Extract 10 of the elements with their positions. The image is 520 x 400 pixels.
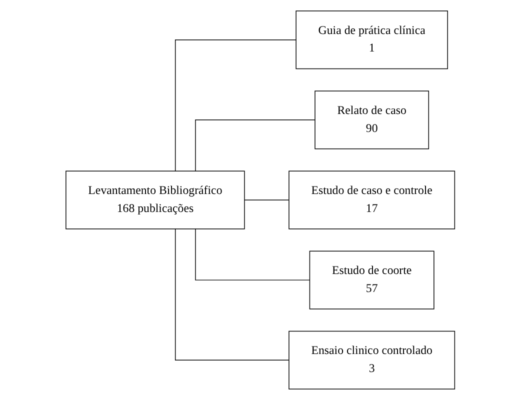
node-box: Relato de caso 90	[314, 90, 429, 150]
node-box: Ensaio clinico controlado 3	[288, 330, 455, 390]
connector	[174, 39, 296, 172]
node-box: Estudo de caso e controle 17	[288, 170, 455, 230]
connector	[174, 228, 290, 360]
node-box: Levantamento Bibliográfico 168 publicações	[65, 170, 245, 230]
node-box: Guia de prática clínica 1	[295, 10, 448, 70]
node-box: Estudo de coorte 57	[309, 250, 434, 310]
connector	[194, 120, 316, 172]
connector	[194, 228, 310, 280]
